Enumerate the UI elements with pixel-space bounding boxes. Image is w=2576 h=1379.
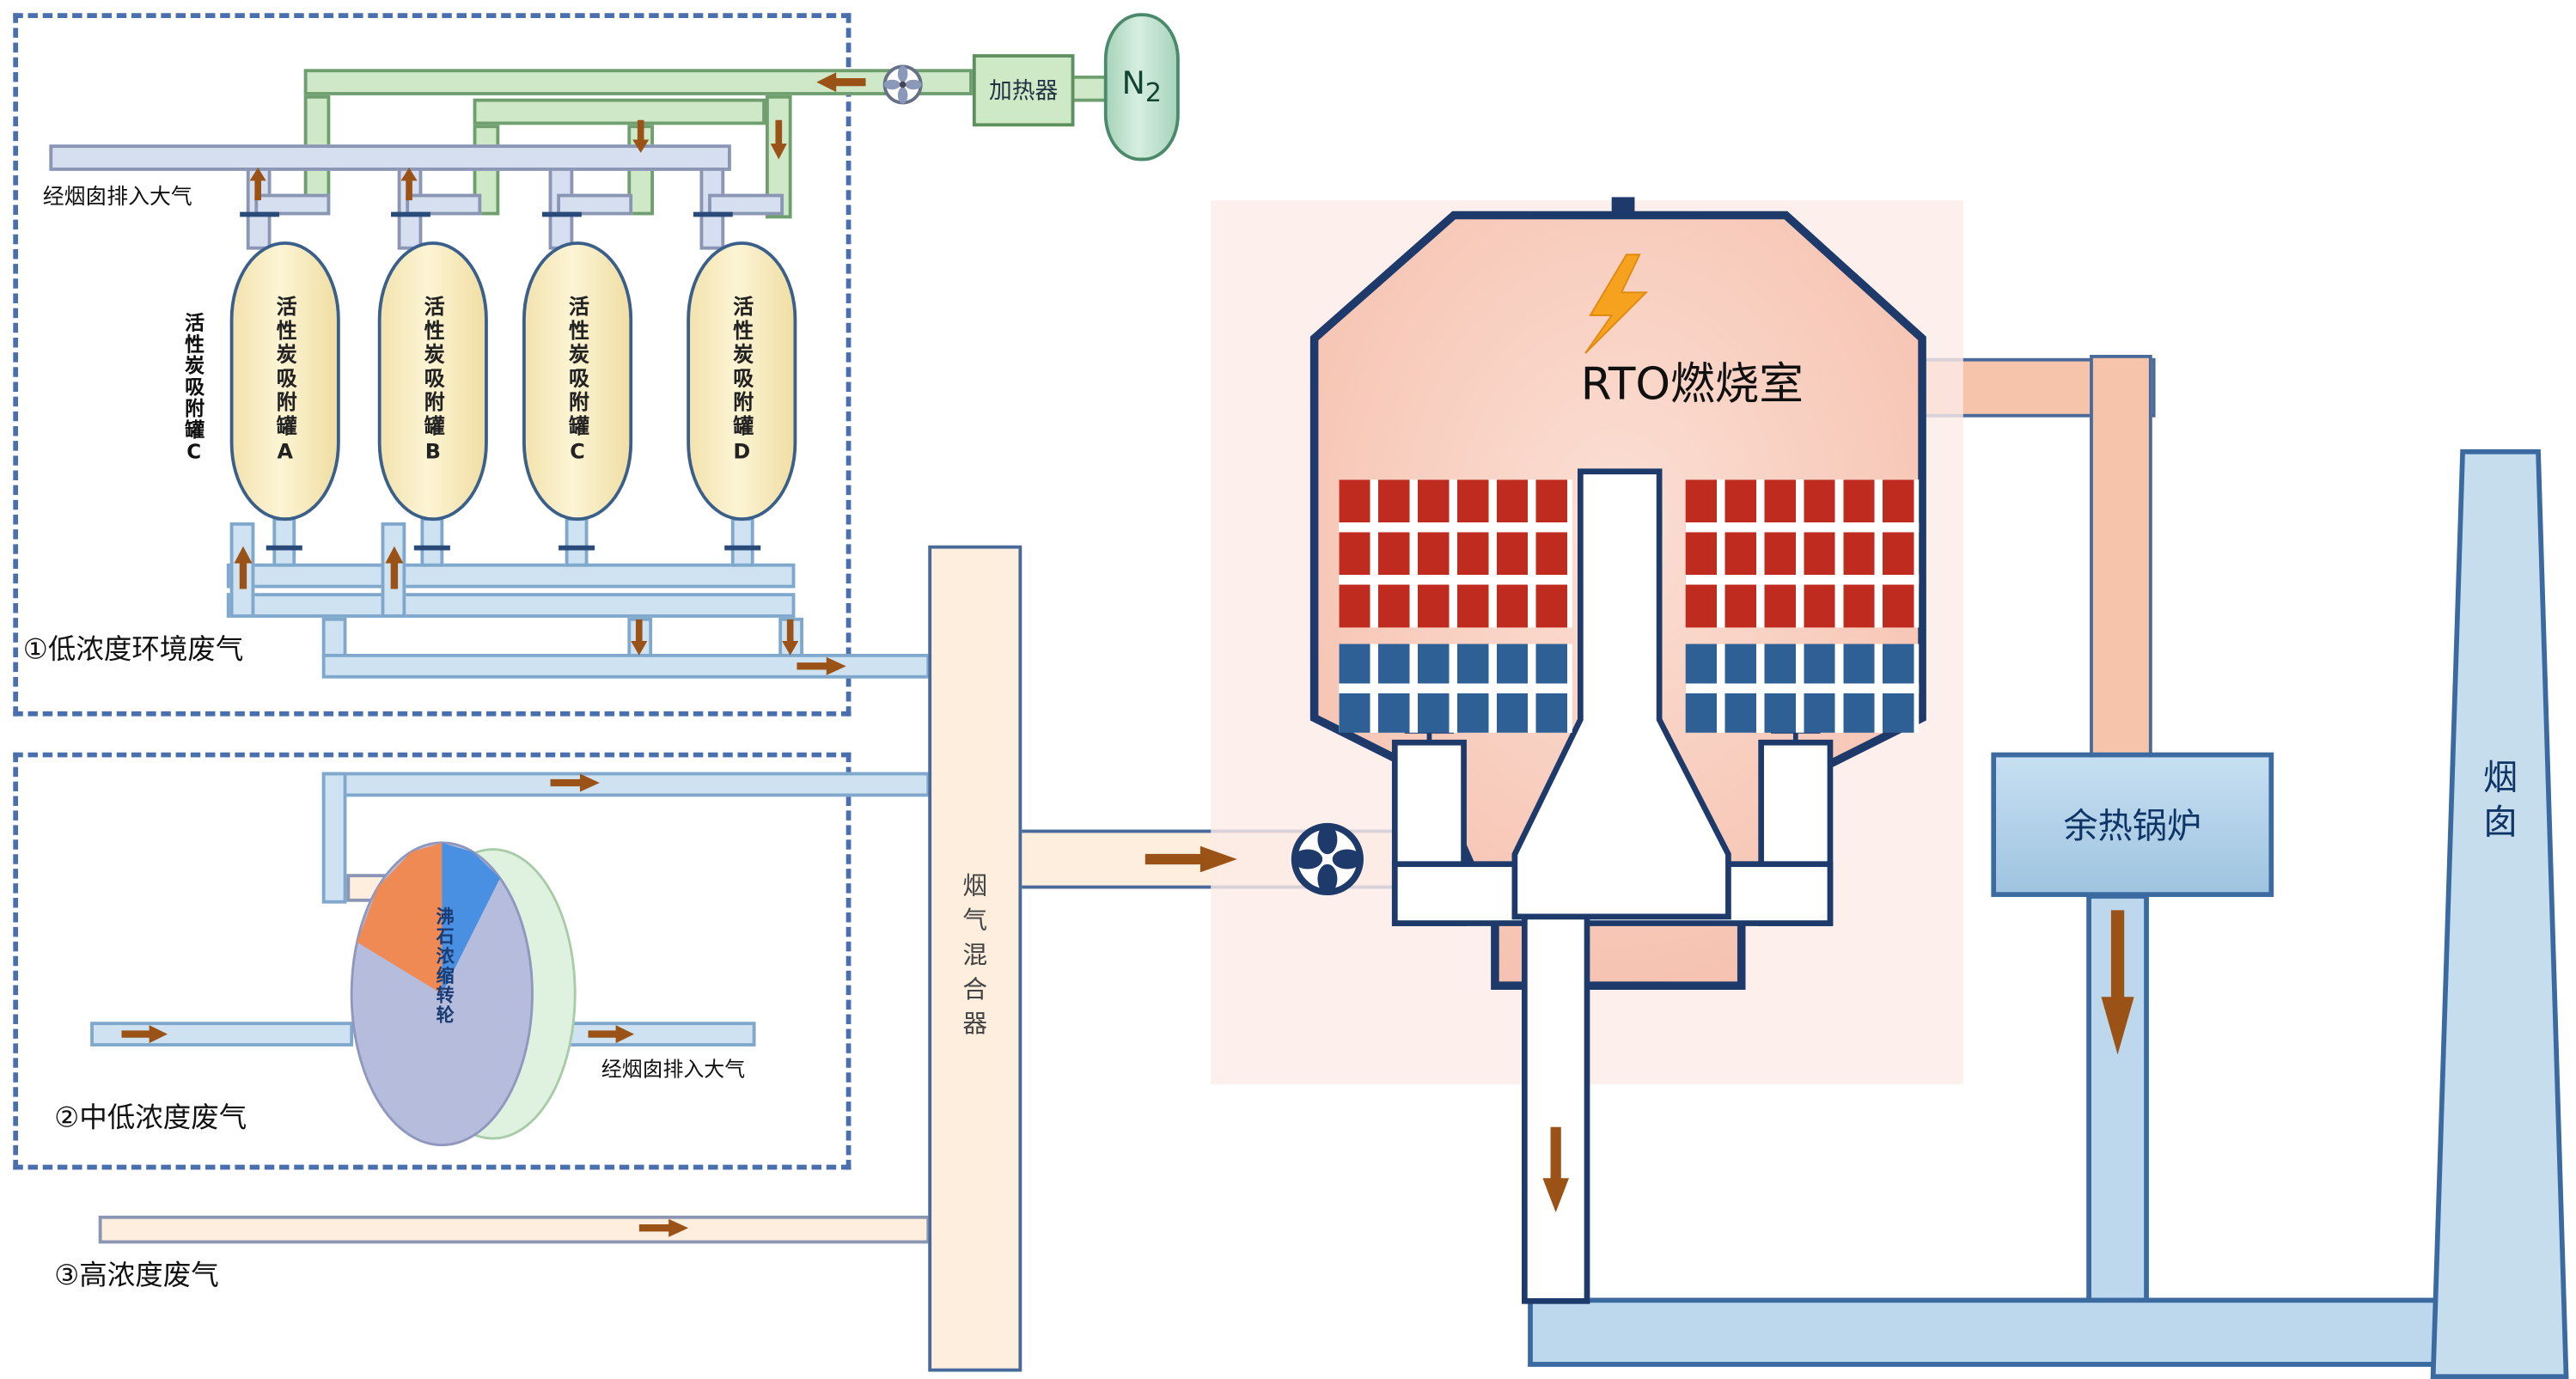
flow-arrow [385, 546, 404, 589]
pipe-tank-stub-b [420, 517, 444, 567]
carbon-adsorption-zone-frame [13, 13, 852, 717]
carbon-tank-d: 活性炭吸附罐D [687, 241, 797, 522]
carbon-tank-d-label: 活性炭吸附罐D [729, 296, 754, 467]
waste-heat-boiler: 余热锅炉 [1991, 752, 2274, 897]
pipe-wheel-inlet [90, 1022, 354, 1046]
chimney-svg [2430, 448, 2569, 1379]
pipe-zone1-riser [321, 617, 347, 657]
pipe-jog-a [254, 193, 331, 216]
chimney-body [2430, 448, 2569, 1379]
flow-arrow [770, 119, 787, 160]
pipe-flue-bottom [1528, 1297, 2458, 1367]
flow-arrow [400, 168, 418, 201]
pipe-gas-run-2 [226, 593, 796, 618]
carbon-tank-b-label: 活性炭吸附罐B [420, 296, 446, 467]
flow-arrow [234, 546, 253, 589]
wheel-sector-cooling [442, 842, 501, 994]
flow-arrow [638, 1218, 689, 1237]
flow-arrow [249, 168, 266, 201]
carbon-tank-a-label: 活性炭吸附罐A [272, 296, 298, 467]
tank-side-label: 活性炭吸附罐C [182, 312, 205, 466]
pipe-zone3-feed [98, 1215, 931, 1244]
wheel-sector-desorption [357, 842, 443, 994]
lightning-icon [1584, 253, 1649, 354]
n2-label: N2 [1121, 65, 1163, 108]
pipe-gas-run-1 [226, 563, 796, 589]
exhaust-top-label: 经烟囱排入大气 [42, 186, 192, 211]
rto-top-nozzle [1611, 197, 1635, 219]
n2-tank: N2 [1103, 13, 1180, 162]
valve-tick [266, 545, 302, 551]
valve-tick [724, 545, 761, 551]
pipe-tank-stub-a [272, 517, 296, 567]
valve-tick [240, 211, 280, 217]
valve-tick [559, 545, 595, 551]
pipe-zone2-riser [321, 772, 347, 904]
rto-outlet-drop-duct [1521, 913, 1590, 1304]
pipe-wheel-outlet [541, 1022, 756, 1046]
chimney-label: 烟囱 [2479, 759, 2519, 848]
valve-tick [541, 211, 582, 217]
carbon-tank-b: 活性炭吸附罐B [377, 241, 488, 522]
pipe-jog-d [708, 193, 784, 216]
flow-arrow [2101, 910, 2134, 1055]
small-fan-icon [882, 64, 923, 105]
pipe-zone2-feed [321, 772, 931, 797]
zone2-label: ②中低浓度废气 [54, 1101, 247, 1136]
rto-right-bed-cold [1685, 644, 1920, 733]
rto-title: RTO燃烧室 [1580, 359, 1804, 411]
pipe-exhaust-header [49, 144, 731, 171]
pipe-rto-to-boiler-vertical [2090, 354, 2152, 763]
carbon-tank-a: 活性炭吸附罐A [229, 241, 340, 522]
rto-center-channel [1511, 468, 1731, 920]
boiler-label: 余热锅炉 [2063, 806, 2202, 846]
flue-gas-mixer: 烟气混合器 [928, 545, 1022, 1372]
pipe-heater-to-n2 [1071, 75, 1108, 102]
pipe-jog-c [557, 193, 633, 216]
flow-arrow [631, 619, 648, 656]
flow-arrow [782, 619, 799, 656]
valve-tick [693, 211, 733, 217]
flow-arrow [816, 72, 866, 93]
exhaust-wheel-label: 经烟囱排入大气 [601, 1056, 746, 1082]
pipe-tank-stub-d [730, 517, 754, 567]
flow-arrow [797, 656, 846, 675]
heater-box: 加热器 [972, 54, 1075, 127]
flow-arrow [1145, 845, 1237, 873]
flow-arrow [121, 1025, 168, 1044]
zone3-label: ③高浓度废气 [54, 1260, 219, 1293]
flow-arrow [632, 119, 650, 153]
mixer-label: 烟气混合器 [959, 872, 990, 1046]
flow-arrow [588, 1025, 635, 1044]
rto-left-bed-hot [1339, 479, 1572, 628]
rto-right-bed-hot [1685, 479, 1920, 628]
wheel-label: 沸石浓缩转轮 [433, 906, 455, 1026]
valve-tick [391, 211, 430, 217]
zone1-label: ①低浓度环境废气 [22, 634, 244, 668]
pipe-tank-stub-c [565, 517, 589, 567]
combustion-fan-icon [1291, 822, 1364, 896]
pipe-n2-sub-header [473, 98, 766, 125]
valve-tick [413, 545, 450, 551]
pipe-n2-main [303, 69, 973, 95]
flow-arrow [550, 773, 600, 792]
rto-left-bed-cold [1339, 644, 1572, 733]
zeolite-wheel [350, 841, 577, 1147]
zeolite-wheel-zone-frame [13, 752, 852, 1170]
pipe-jog-b [406, 193, 482, 216]
carbon-tank-c: 活性炭吸附罐C [522, 241, 633, 522]
carbon-tank-c-label: 活性炭吸附罐C [565, 296, 590, 467]
rto-vessel-svg [1211, 197, 1963, 1304]
flow-arrow [1542, 1126, 1569, 1213]
heater-label: 加热器 [989, 78, 1059, 106]
